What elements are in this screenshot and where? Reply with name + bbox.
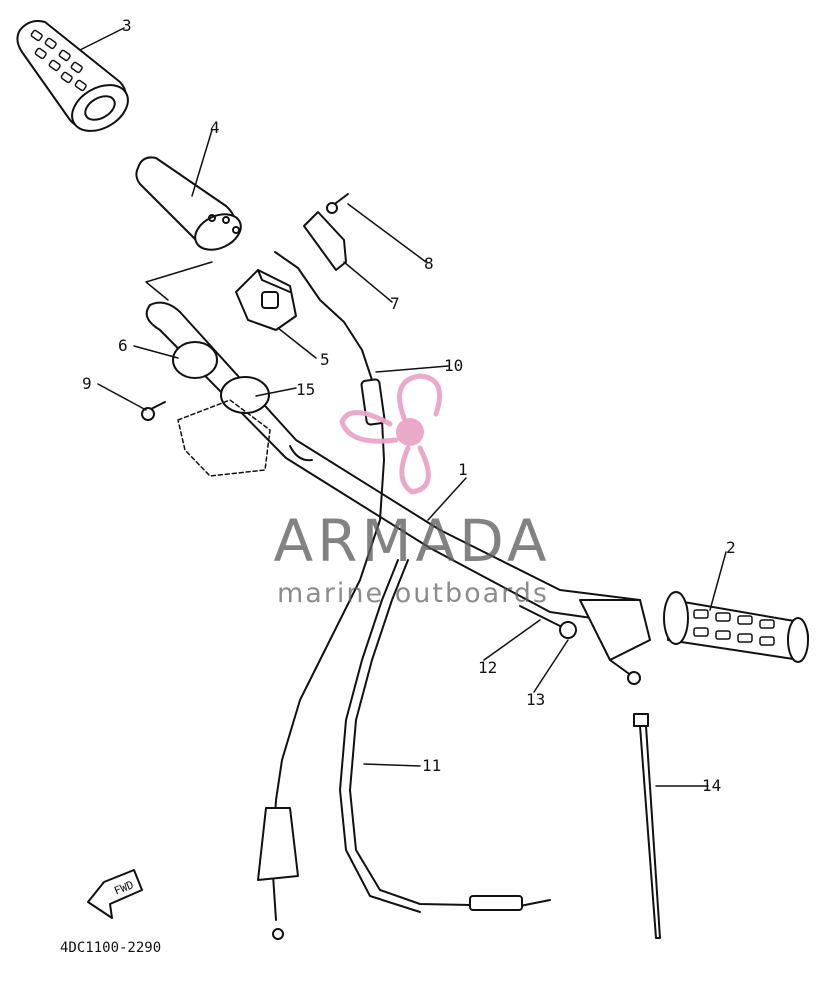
watermark-brand: ARMADA bbox=[273, 507, 551, 575]
left-housing bbox=[172, 341, 271, 477]
watermark-logo bbox=[339, 373, 442, 495]
callout-1: 1 bbox=[458, 460, 468, 479]
throttle-cable bbox=[257, 251, 386, 940]
callout-2: 2 bbox=[726, 538, 736, 557]
callout-15: 15 bbox=[296, 380, 316, 399]
callout-7: 7 bbox=[390, 294, 400, 313]
callout-13: 13 bbox=[526, 690, 546, 709]
callout-9: 9 bbox=[82, 374, 92, 393]
callout-4: 4 bbox=[210, 118, 220, 137]
adjuster bbox=[519, 599, 651, 685]
callout-11: 11 bbox=[422, 756, 442, 775]
callout-14: 14 bbox=[702, 776, 722, 795]
callout-12: 12 bbox=[478, 658, 498, 677]
left-grip bbox=[16, 20, 129, 132]
cable-tie bbox=[633, 713, 661, 939]
part-code: 4DC1100-2290 bbox=[60, 940, 162, 956]
screw bbox=[141, 401, 166, 421]
fwd-arrow: FWD bbox=[87, 869, 143, 919]
throttle-grip bbox=[135, 156, 242, 301]
callout-5: 5 bbox=[320, 350, 330, 369]
callout-6: 6 bbox=[118, 336, 128, 355]
leader-lines bbox=[79, 27, 727, 787]
callout-3: 3 bbox=[122, 16, 132, 35]
throttle-housing bbox=[235, 269, 297, 331]
callout-8: 8 bbox=[424, 254, 434, 273]
right-grip bbox=[663, 591, 809, 663]
lever-bracket bbox=[303, 193, 349, 271]
watermark-tagline: marine outboards bbox=[276, 578, 549, 609]
choke-cable bbox=[339, 559, 551, 913]
handlebar bbox=[145, 301, 641, 626]
callout-10: 10 bbox=[444, 356, 464, 375]
